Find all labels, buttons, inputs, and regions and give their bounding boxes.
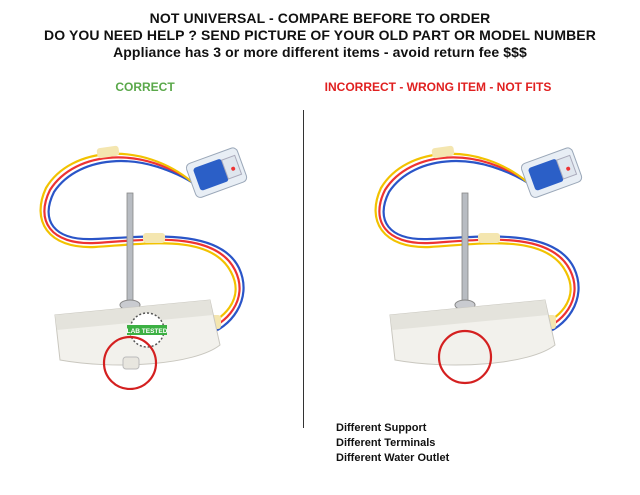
badge-text: LAB TESTED (127, 328, 168, 335)
highlight-circle (437, 329, 493, 385)
header-line-2: DO YOU NEED HELP ? SEND PICTURE OF YOUR … (44, 27, 596, 43)
difference-terminals: Different Terminals (336, 437, 436, 449)
difference-support: Different Support (336, 422, 427, 434)
fan-motor-illustration: LAB TESTED (39, 145, 249, 391)
divider-line (303, 110, 304, 428)
differences-list: Different Support Different Terminals Di… (336, 421, 449, 466)
incorrect-label: INCORRECT - WRONG ITEM - NOT FITS (324, 80, 552, 94)
difference-water-outlet: Different Water Outlet (336, 452, 450, 464)
correct-product-image: LAB TESTED (35, 125, 285, 391)
warning-header: NOT UNIVERSAL - COMPARE BEFORE TO ORDER … (0, 10, 640, 61)
correct-label: CORRECT (115, 80, 175, 94)
fan-motor-illustration (374, 145, 584, 385)
incorrect-product-image (370, 125, 620, 390)
header-line-3: Appliance has 3 or more different items … (113, 44, 527, 60)
header-line-1: NOT UNIVERSAL - COMPARE BEFORE TO ORDER (149, 10, 491, 26)
highlight-circle (102, 335, 158, 391)
